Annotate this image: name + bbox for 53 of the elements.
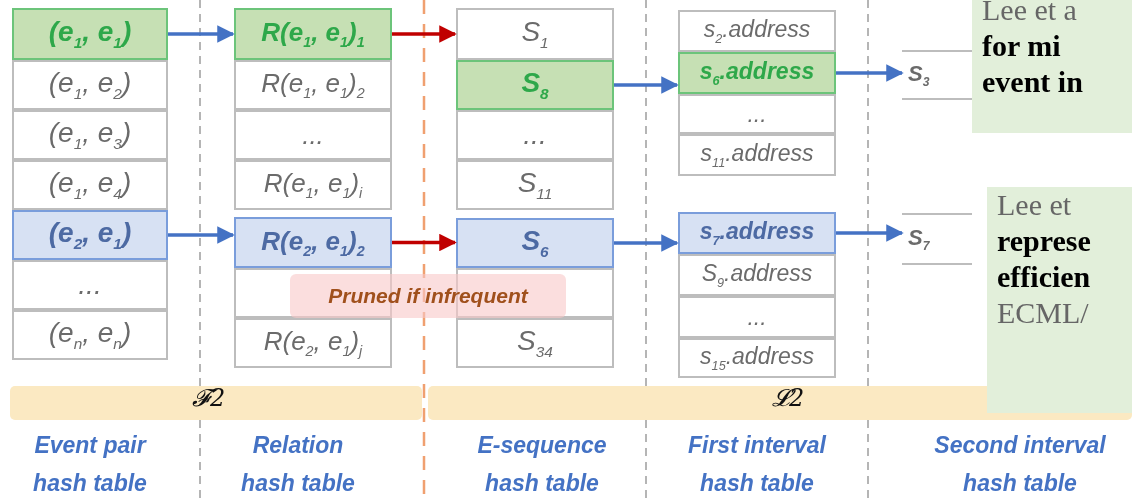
- table-cell: ...: [234, 110, 392, 160]
- table-cell: R(e$_{2}$, e$_{1}$)$_{2}$: [234, 217, 392, 268]
- note-text: Lee et: [997, 187, 1073, 223]
- table-cell: R(e$_{1}$, e$_{1}$)$_{i}$: [234, 160, 392, 210]
- table-cell: (e$_{1}$, e$_{3}$): [12, 110, 168, 160]
- arrow: [392, 233, 457, 252]
- note-text: Lee et a: [982, 0, 1078, 28]
- table-cell: s$_{15}$.address: [678, 338, 836, 378]
- arrow: [614, 234, 679, 252]
- table-cell: (e$_{1}$, e$_{4}$): [12, 160, 168, 210]
- note-text: represe: [997, 223, 1092, 259]
- table-cell: S$_{1}$: [456, 8, 614, 60]
- table-cell: s$_{11}$.address: [678, 134, 836, 176]
- band-label: 𝓕2: [192, 384, 226, 412]
- table-cell: (e$_{1}$, e$_{2}$): [12, 60, 168, 110]
- table-cell: (e$_{2}$, e$_{1}$): [12, 210, 168, 260]
- table-cell: S$_{11}$: [456, 160, 614, 210]
- note-label: Pruned if infrequent: [290, 274, 566, 318]
- table-cell: S$_{6}$: [456, 218, 614, 268]
- arrow: [168, 25, 235, 43]
- note-text: ECML/: [997, 295, 1090, 331]
- table-cell: ...: [456, 110, 614, 160]
- table-cell: R(e$_{2}$, e$_{1}$)$_{j}$: [234, 318, 392, 368]
- table-cell: s$_{2}$.address: [678, 10, 836, 52]
- arrow: [836, 64, 904, 82]
- column-caption: Relation hash table: [240, 431, 356, 498]
- table-cell: ...: [678, 296, 836, 338]
- arrow: [168, 226, 235, 244]
- table-cell: (e$_{n}$, e$_{n}$): [12, 310, 168, 360]
- note-box: [972, 0, 1132, 133]
- arrow: [392, 25, 457, 43]
- table-cell: s$_{6}$.address: [678, 52, 836, 94]
- column-caption: Second interval hash table: [933, 431, 1107, 498]
- note-text: efficien: [997, 259, 1092, 295]
- table-cell: s$_{7}$.address: [678, 212, 836, 254]
- table-cell: S$_{8}$: [456, 60, 614, 110]
- table-cell: R(e$_{1}$, e$_{1}$)$_{2}$: [234, 60, 392, 110]
- column-caption: Event pair hash table: [32, 431, 148, 498]
- table-cell: ...: [678, 94, 836, 134]
- band-label: 𝓛2: [772, 384, 805, 412]
- table-cell: R(e$_{1}$, e$_{1}$)$_{1}$: [234, 8, 392, 60]
- arrow: [836, 224, 904, 242]
- table-cell: S$_{7}$: [902, 213, 972, 265]
- arrow: [614, 76, 679, 94]
- table-cell: ...: [12, 260, 168, 310]
- table-cell: S$_{9}$.address: [678, 254, 836, 296]
- table-cell: (e$_{1}$, e$_{1}$): [12, 8, 168, 60]
- table-cell: S$_{34}$: [456, 318, 614, 368]
- note-text: for mi: [982, 28, 1062, 64]
- note-text: event in: [982, 64, 1084, 100]
- column-caption: First interval hash table: [686, 431, 828, 498]
- column-caption: E-sequence hash table: [476, 431, 608, 498]
- note-box: [987, 187, 1132, 413]
